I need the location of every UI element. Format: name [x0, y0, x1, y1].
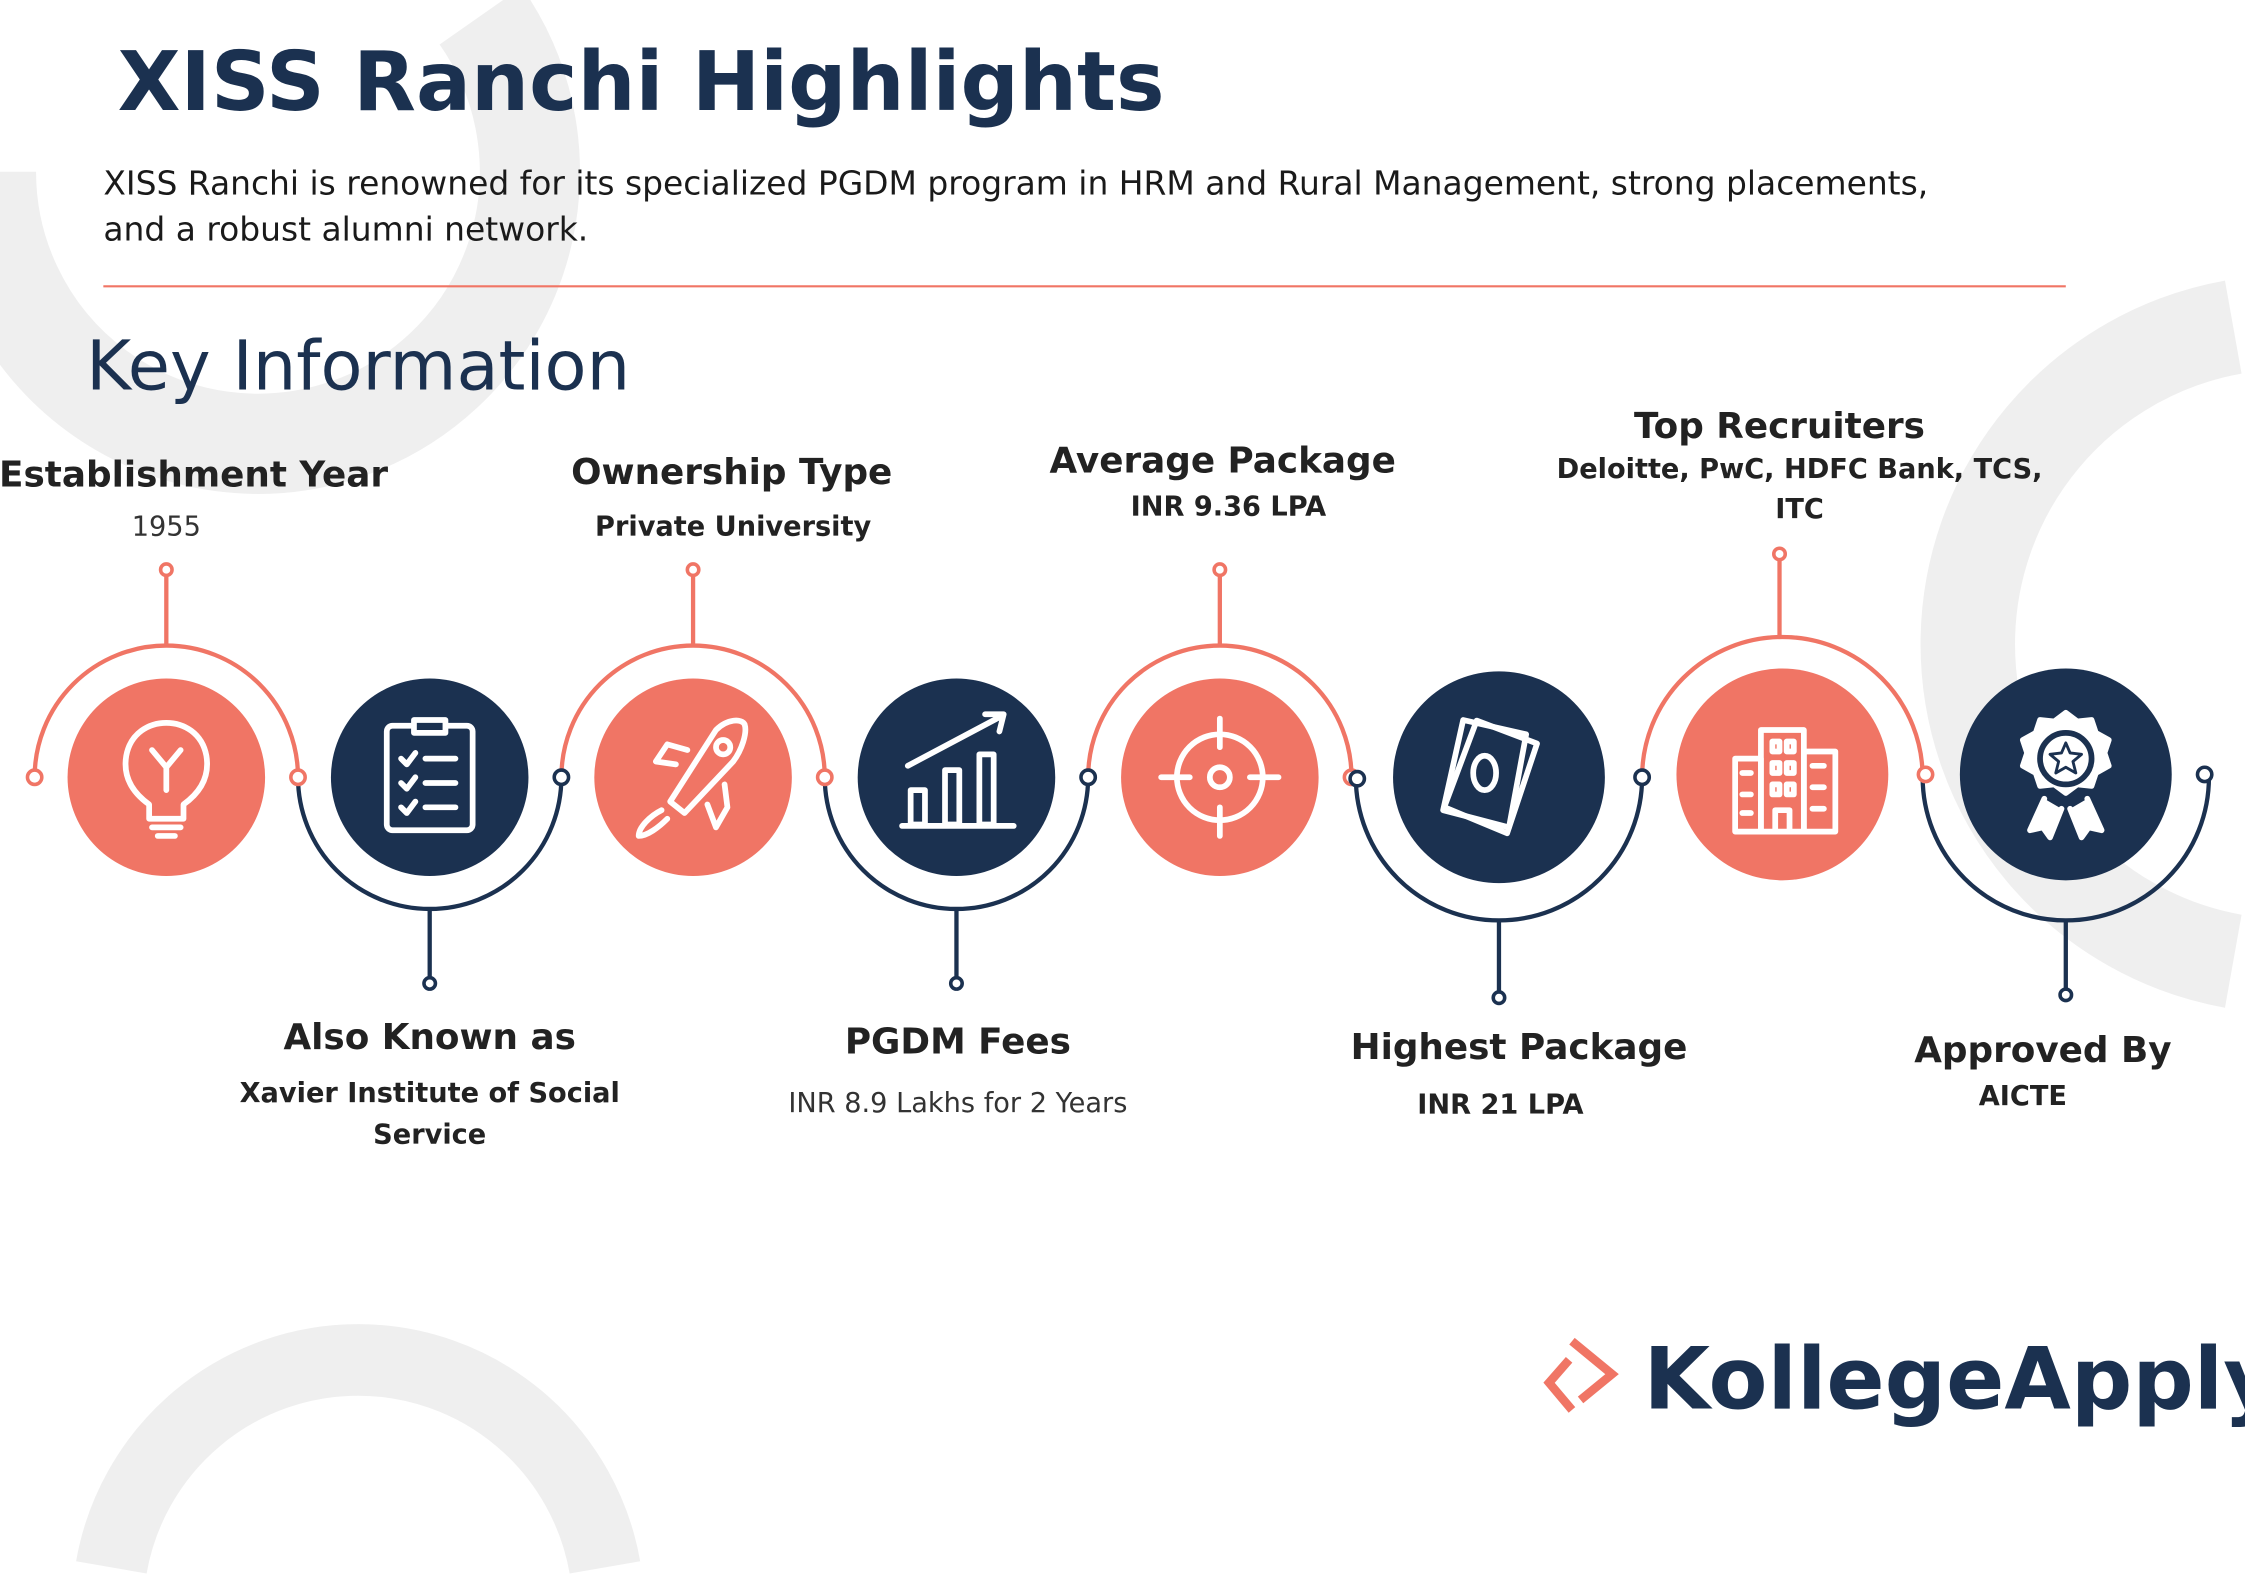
item-value-line-1: Xavier Institute of Social — [240, 1078, 620, 1109]
timeline-item-top-recruiters: Top Recruiters Deloitte, PwC, HDFC Bank,… — [1557, 406, 2043, 881]
timeline-item-also-known-as: Also Known as Xavier Institute of Social… — [240, 678, 620, 1151]
item-circle — [1121, 678, 1319, 877]
item-label: Highest Package — [1351, 1027, 1688, 1068]
item-value-line-2: ITC — [1775, 494, 1824, 525]
lightbulb-icon — [122, 719, 210, 839]
item-value: Private University — [595, 511, 871, 542]
item-value: 1955 — [132, 511, 201, 542]
timeline-item-ownership-type: Ownership Type Private University — [571, 452, 892, 877]
item-label: PGDM Fees — [845, 1022, 1071, 1063]
item-circle — [1676, 668, 1889, 881]
item-circle — [594, 678, 792, 877]
timeline-item-establishment-year: Establishment Year 1955 — [0, 455, 388, 877]
description-line-1: XISS Ranchi is renowned for its speciali… — [103, 164, 1928, 203]
item-label: Establishment Year — [0, 455, 388, 496]
item-label: Ownership Type — [571, 452, 892, 493]
item-value: AICTE — [1979, 1081, 2067, 1112]
page-title: XISS Ranchi Highlights — [118, 35, 1165, 130]
award-badge-icon — [2019, 709, 2112, 841]
item-label: Average Package — [1049, 440, 1395, 481]
item-value: INR 21 LPA — [1417, 1090, 1583, 1121]
item-label: Also Known as — [284, 1017, 576, 1058]
timeline-item-approved-by: Approved By AICTE — [1914, 668, 2172, 1112]
item-label: Approved By — [1914, 1030, 2171, 1071]
item-value: INR 9.36 LPA — [1131, 491, 1327, 522]
description-line-2: and a robust alumni network. — [103, 209, 588, 248]
money-icon — [1440, 717, 1540, 837]
timeline-item-pgdm-fees: PGDM Fees INR 8.9 Lakhs for 2 Years — [788, 678, 1127, 1119]
timeline-path — [32, 553, 2212, 998]
section-title: Key Information — [86, 326, 630, 406]
rocket-icon — [635, 717, 749, 839]
item-value-line-1: Deloitte, PwC, HDFC Bank, TCS, — [1557, 454, 2043, 485]
target-icon — [1158, 715, 1282, 839]
item-label: Top Recruiters — [1634, 406, 1925, 447]
item-circle — [330, 678, 529, 877]
kollegeapply-logo: KollegeApply — [1543, 1330, 2245, 1430]
item-value: INR 8.9 Lakhs for 2 Years — [788, 1088, 1127, 1119]
building-icon — [1732, 727, 1839, 835]
logo-chevron-icon — [1543, 1337, 1619, 1413]
timeline-item-highest-package: Highest Package INR 21 LPA — [1351, 671, 1688, 1121]
item-circle — [1393, 671, 1605, 884]
item-value-line-2: Service — [373, 1120, 486, 1151]
timeline-dots — [25, 546, 2214, 1006]
clipboard-checklist-icon — [383, 717, 476, 834]
timeline-item-average-package: Average Package INR 9.36 LPA — [1049, 440, 1396, 877]
bar-chart-growth-icon — [899, 711, 1017, 829]
brand-name: KollegeApply — [1644, 1330, 2245, 1430]
